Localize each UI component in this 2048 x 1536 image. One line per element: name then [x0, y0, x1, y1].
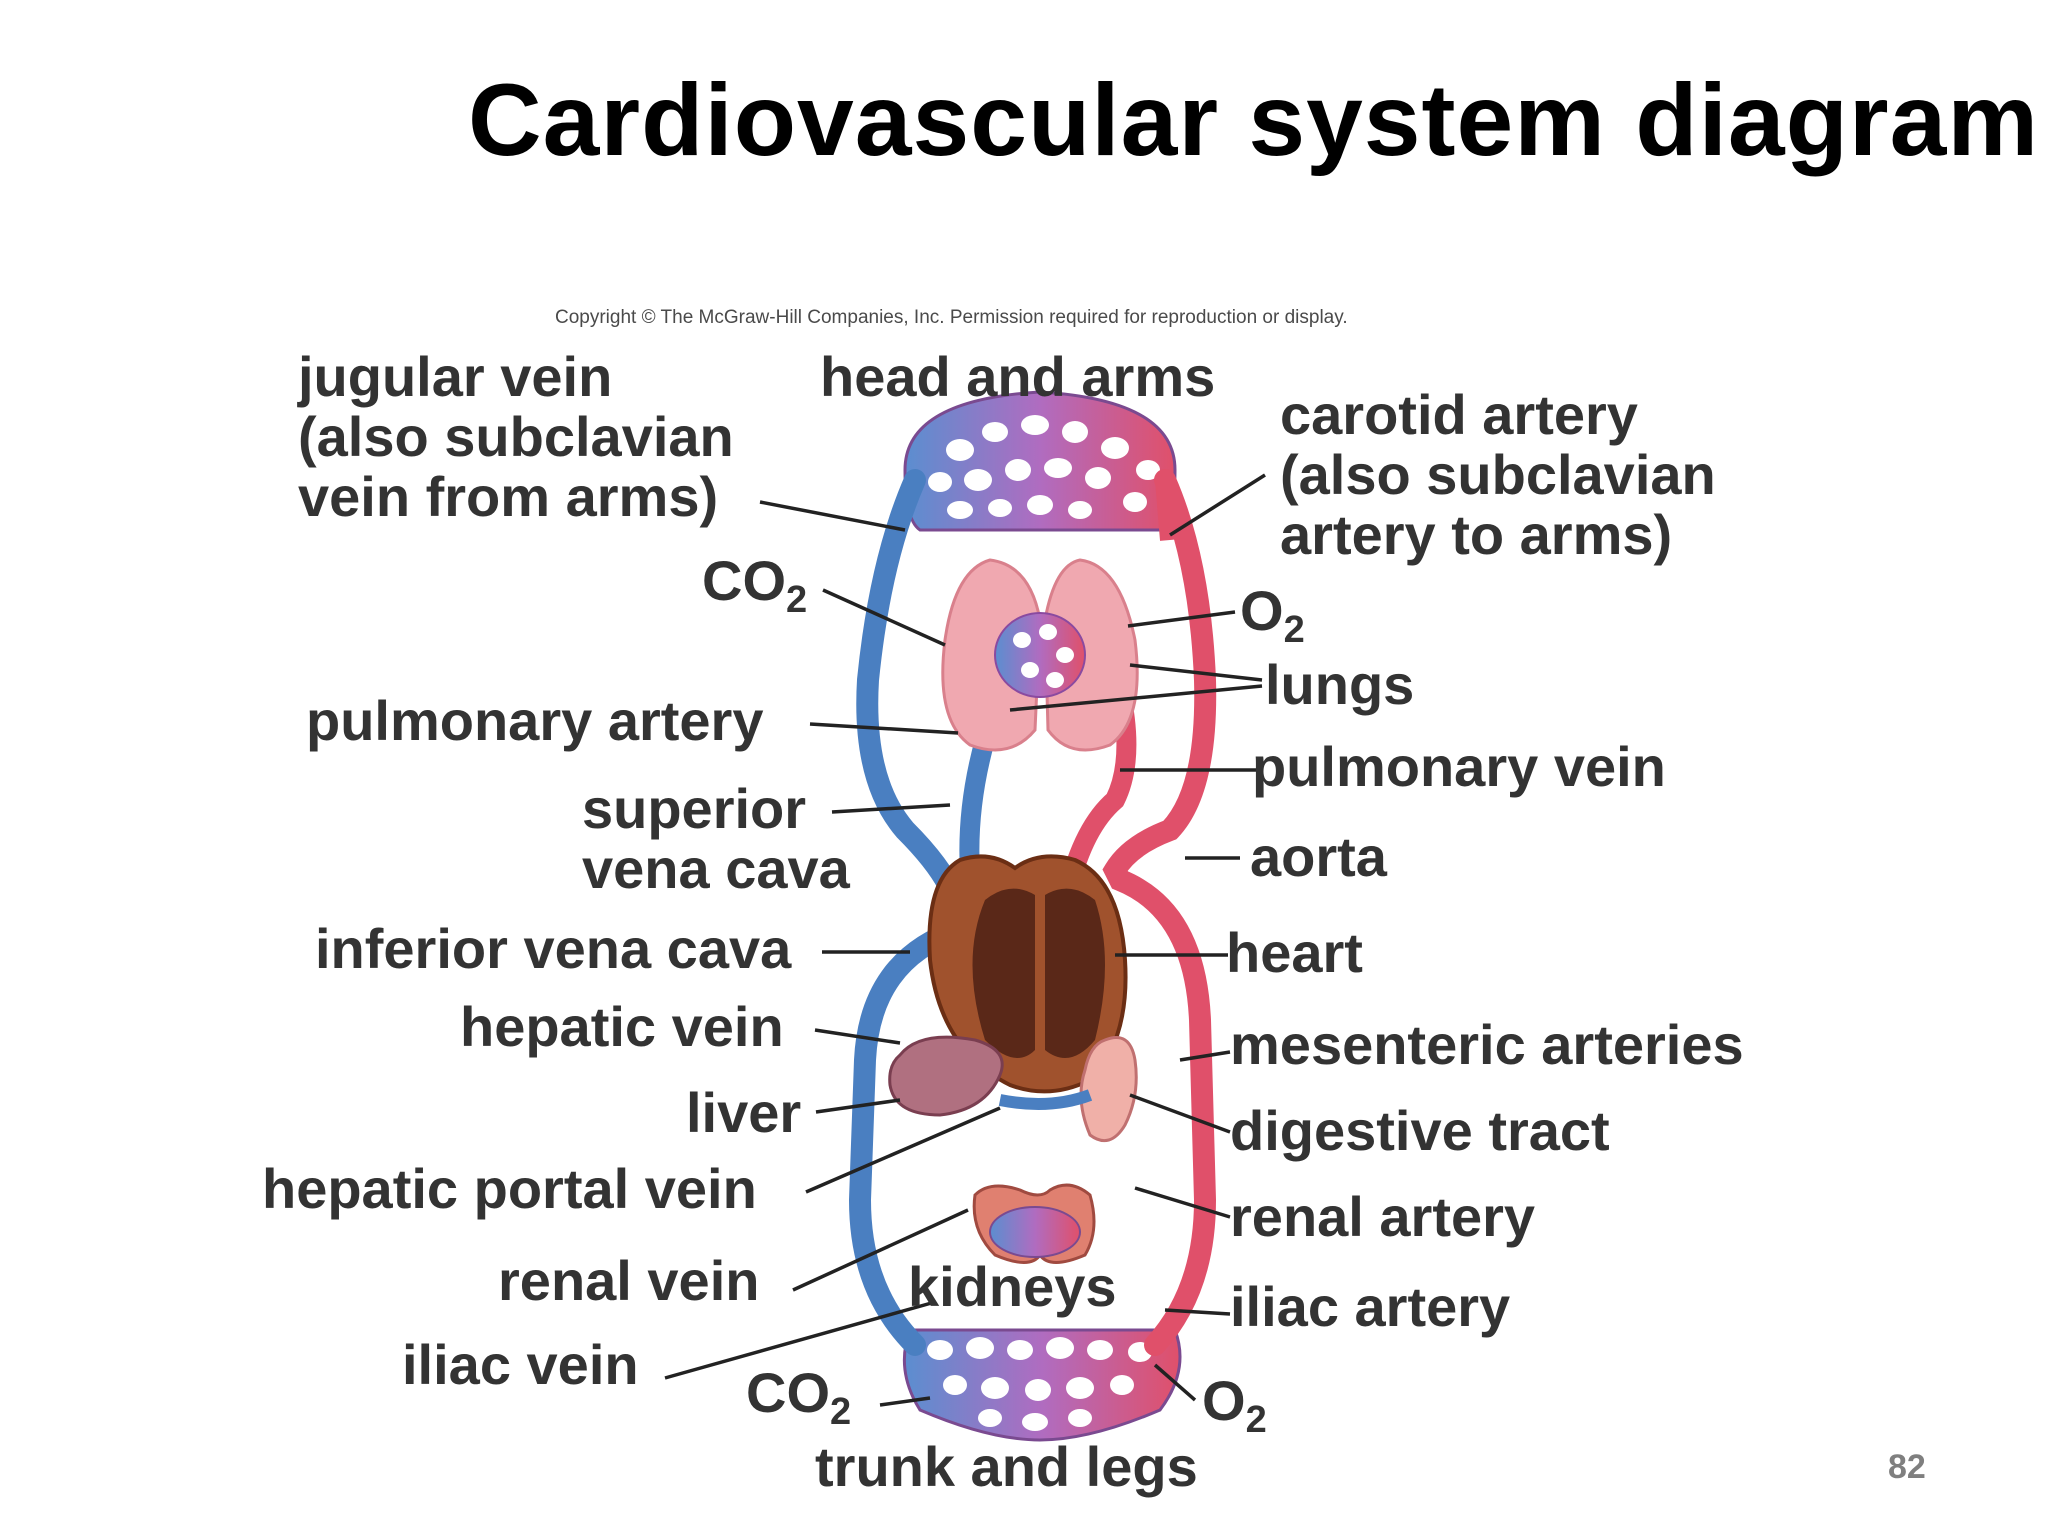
label-jugular-vein-1: jugular vein — [297, 345, 612, 408]
label-iliac-artery: iliac artery — [1230, 1275, 1510, 1338]
label-trunk-and-legs: trunk and legs — [815, 1435, 1198, 1498]
label-mesenteric-arteries: mesenteric arteries — [1230, 1013, 1744, 1076]
head-capillary-bed — [903, 390, 1177, 532]
label-jugular-vein-2: (also subclavian — [298, 405, 734, 468]
label-liver: liver — [686, 1081, 801, 1144]
label-renal-vein: renal vein — [498, 1249, 759, 1312]
heart-chambers — [972, 888, 1105, 1058]
label-pulmonary-artery: pulmonary artery — [306, 689, 764, 752]
label-carotid-artery-3: artery to arms) — [1280, 503, 1672, 566]
label-iliac-vein: iliac vein — [402, 1333, 639, 1396]
label-carotid-artery-2: (also subclavian — [1280, 443, 1716, 506]
label-heart: heart — [1226, 921, 1363, 984]
label-lungs: lungs — [1265, 653, 1414, 716]
label-pulmonary-vein: pulmonary vein — [1252, 735, 1666, 798]
kidney-capillaries — [989, 1206, 1081, 1258]
head-capillary-mesh — [928, 415, 1160, 519]
page-number: 82 — [1888, 1448, 1926, 1486]
label-kidneys: kidneys — [908, 1255, 1117, 1318]
label-o2-bottom: O2 — [1202, 1369, 1267, 1441]
label-hepatic-portal-vein: hepatic portal vein — [262, 1157, 757, 1220]
label-hepatic-vein: hepatic vein — [460, 995, 784, 1058]
label-carotid-artery-1: carotid artery — [1280, 383, 1638, 446]
label-aorta: aorta — [1250, 825, 1388, 888]
label-jugular-vein-3: vein from arms) — [298, 465, 718, 528]
systemic-artery-path — [1102, 469, 1217, 1356]
left-lung — [941, 558, 1042, 752]
legs-capillary-mesh — [927, 1337, 1152, 1431]
label-head-and-arms: head and arms — [820, 345, 1215, 408]
copyright-notice: Copyright © The McGraw-Hill Companies, I… — [555, 307, 1348, 328]
label-superior-vena-cava-1: superior — [582, 777, 806, 840]
label-inferior-vena-cava: inferior vena cava — [315, 917, 792, 980]
label-co2-bottom: CO2 — [746, 1361, 851, 1433]
liver — [888, 1035, 1004, 1117]
label-digestive-tract: digestive tract — [1230, 1099, 1610, 1162]
hepatic-portal-vessel — [998, 1089, 1093, 1110]
label-co2-top: CO2 — [702, 549, 807, 621]
artery-to-head — [1155, 479, 1180, 541]
label-o2-top: O2 — [1240, 579, 1305, 651]
label-superior-vena-cava-2: vena cava — [582, 837, 851, 900]
digestive-tract — [1079, 1036, 1138, 1143]
right-lung — [1043, 558, 1139, 752]
systemic-vein-path — [848, 469, 970, 1356]
slide-title: Cardiovascular system diagram — [468, 63, 2040, 177]
label-renal-artery: renal artery — [1230, 1185, 1535, 1248]
